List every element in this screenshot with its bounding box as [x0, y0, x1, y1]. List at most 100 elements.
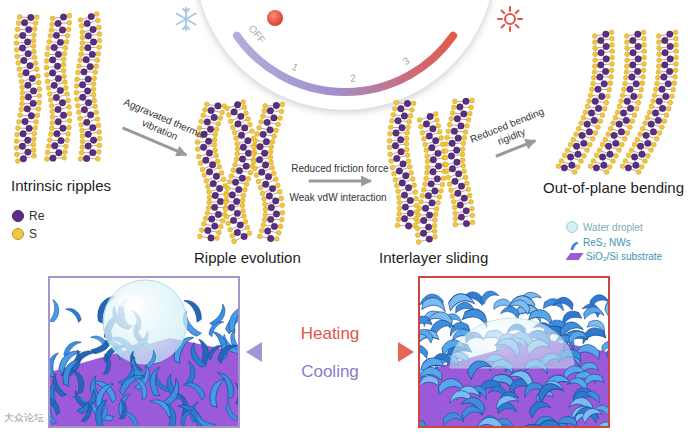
s-atom — [556, 164, 561, 169]
s-atom — [79, 52, 84, 57]
s-atom — [630, 119, 635, 124]
s-atom — [405, 153, 410, 158]
legend-text: ReS₂ NWs — [583, 237, 631, 248]
s-atom — [50, 16, 55, 21]
s-atom — [673, 74, 678, 79]
legend-swatch — [566, 221, 578, 233]
s-atom — [470, 220, 475, 225]
re-atom — [216, 185, 222, 191]
re-atom — [60, 14, 66, 20]
sun-ray — [518, 18, 522, 20]
s-atom — [617, 104, 622, 109]
re-atom — [267, 216, 273, 222]
water-droplet — [103, 280, 187, 364]
s-atom — [79, 23, 84, 28]
re-atom — [613, 140, 619, 146]
re-atom — [598, 50, 604, 56]
re-atom — [603, 31, 609, 37]
s-atom — [263, 104, 268, 109]
dial-mark-text: OFF — [246, 23, 267, 45]
nanowire — [420, 375, 439, 389]
sun-ray — [509, 7, 511, 11]
s-atom — [280, 203, 285, 208]
s-atom — [31, 38, 36, 43]
re-atom — [90, 124, 96, 130]
nanowire — [50, 299, 60, 322]
re-atom — [457, 104, 463, 110]
s-atom — [572, 170, 577, 175]
s-atom — [223, 207, 228, 212]
re-atom — [637, 143, 643, 149]
s-atom — [415, 219, 420, 224]
s-atom — [262, 217, 267, 222]
re-atom — [407, 210, 413, 216]
s-atom — [96, 25, 101, 30]
s-atom — [388, 131, 393, 136]
re-atom — [84, 20, 90, 26]
re-atom — [448, 153, 454, 159]
re-atom — [267, 127, 273, 133]
s-atom — [240, 198, 245, 203]
nanowire — [536, 418, 563, 426]
nanowire — [166, 404, 176, 426]
s-atom — [587, 142, 592, 147]
re-atom — [423, 121, 429, 127]
s-atom — [588, 93, 593, 98]
re-atom — [264, 119, 270, 125]
s-atom — [205, 211, 210, 216]
re-atom — [398, 106, 404, 112]
dial-indicator — [267, 10, 283, 26]
s-atom — [14, 145, 19, 150]
s-atom — [434, 207, 439, 212]
re-atom — [393, 130, 399, 136]
s-atom — [462, 169, 467, 174]
re-atom — [22, 118, 28, 124]
re-atom — [215, 211, 221, 217]
s-atom — [252, 145, 257, 150]
s-atom — [223, 200, 228, 205]
s-atom — [67, 118, 72, 123]
s-atom — [220, 110, 225, 115]
re-atom — [57, 39, 63, 45]
s-atom — [278, 116, 283, 121]
s-atom — [600, 142, 605, 147]
s-atom — [195, 140, 200, 145]
res2-chain — [620, 30, 678, 174]
re-atom — [20, 32, 26, 38]
re-atom — [435, 150, 441, 156]
s-atom — [638, 132, 643, 137]
s-atom — [469, 199, 474, 204]
s-atom — [62, 80, 67, 85]
panel-frame — [49, 277, 239, 427]
s-atom — [97, 143, 102, 148]
s-atom — [662, 119, 667, 124]
re-atom — [210, 180, 216, 186]
s-atom — [33, 125, 38, 130]
s-atom — [420, 130, 425, 135]
re-atom — [229, 192, 235, 198]
re-atom — [273, 102, 279, 108]
s-atom — [234, 136, 239, 141]
s-atom — [619, 99, 624, 104]
re-atom — [630, 50, 636, 56]
s-atom — [611, 159, 616, 164]
re-atom — [238, 132, 244, 138]
s-atom — [611, 121, 616, 126]
nanowire — [119, 399, 127, 419]
s-atom — [203, 108, 208, 113]
re-atom — [454, 159, 460, 165]
s-atom — [50, 121, 55, 126]
s-atom — [610, 42, 615, 47]
nanowire — [583, 306, 604, 320]
re-atom — [665, 81, 671, 87]
re-atom — [586, 129, 592, 135]
re-atom — [631, 93, 637, 99]
re-atom — [639, 151, 645, 157]
stage-group: Intrinsic ripples — [3, 8, 119, 195]
s-atom — [395, 223, 400, 228]
s-atom — [641, 36, 646, 41]
sun-ray — [502, 25, 505, 28]
re-atom — [205, 227, 211, 233]
re-atom — [267, 107, 273, 113]
s-atom — [452, 205, 457, 210]
